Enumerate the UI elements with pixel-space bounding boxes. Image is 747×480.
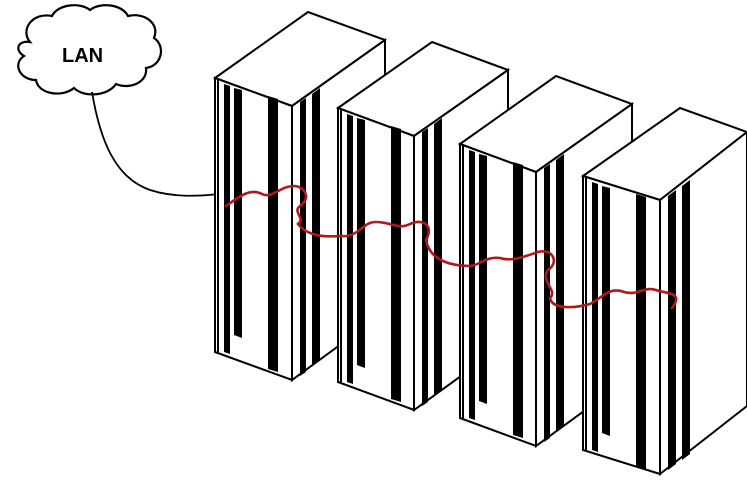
rack-1-front-stripe (224, 84, 230, 354)
rack-4-side-stripe (682, 180, 690, 460)
rack-4-front-stripe (636, 194, 646, 470)
rack-3-front-stripe (469, 150, 475, 420)
rack-4-front-stripe (602, 186, 610, 436)
rack-3-front-stripe (513, 162, 523, 438)
lan-label: LAN (62, 45, 103, 67)
rack-4-side-stripe (668, 190, 676, 470)
rack-2-side-stripe (422, 128, 428, 406)
lan-cloud-shape (17, 4, 163, 96)
server-rack-4 (580, 106, 747, 477)
rack-3-side-stripe (556, 154, 564, 432)
rack-4-front-stripe (592, 182, 598, 452)
rack-interconnect-cable (224, 184, 678, 310)
rack-3-front-stripe (479, 154, 487, 404)
rack-1-front-stripe (268, 96, 278, 372)
rack-3-side-stripe (544, 164, 550, 442)
rack-1-side-stripe (300, 98, 306, 376)
rack-2-front-stripe (391, 126, 401, 402)
lan-cloud: LAN (17, 4, 163, 96)
rack-1-front-stripe (234, 88, 242, 338)
rack-4-side (659, 130, 747, 477)
lan-uplink-cable (91, 91, 221, 197)
rack-2-front-stripe (357, 118, 365, 368)
rack-1-side-stripe (312, 88, 320, 366)
rack-2-front-stripe (347, 114, 353, 384)
